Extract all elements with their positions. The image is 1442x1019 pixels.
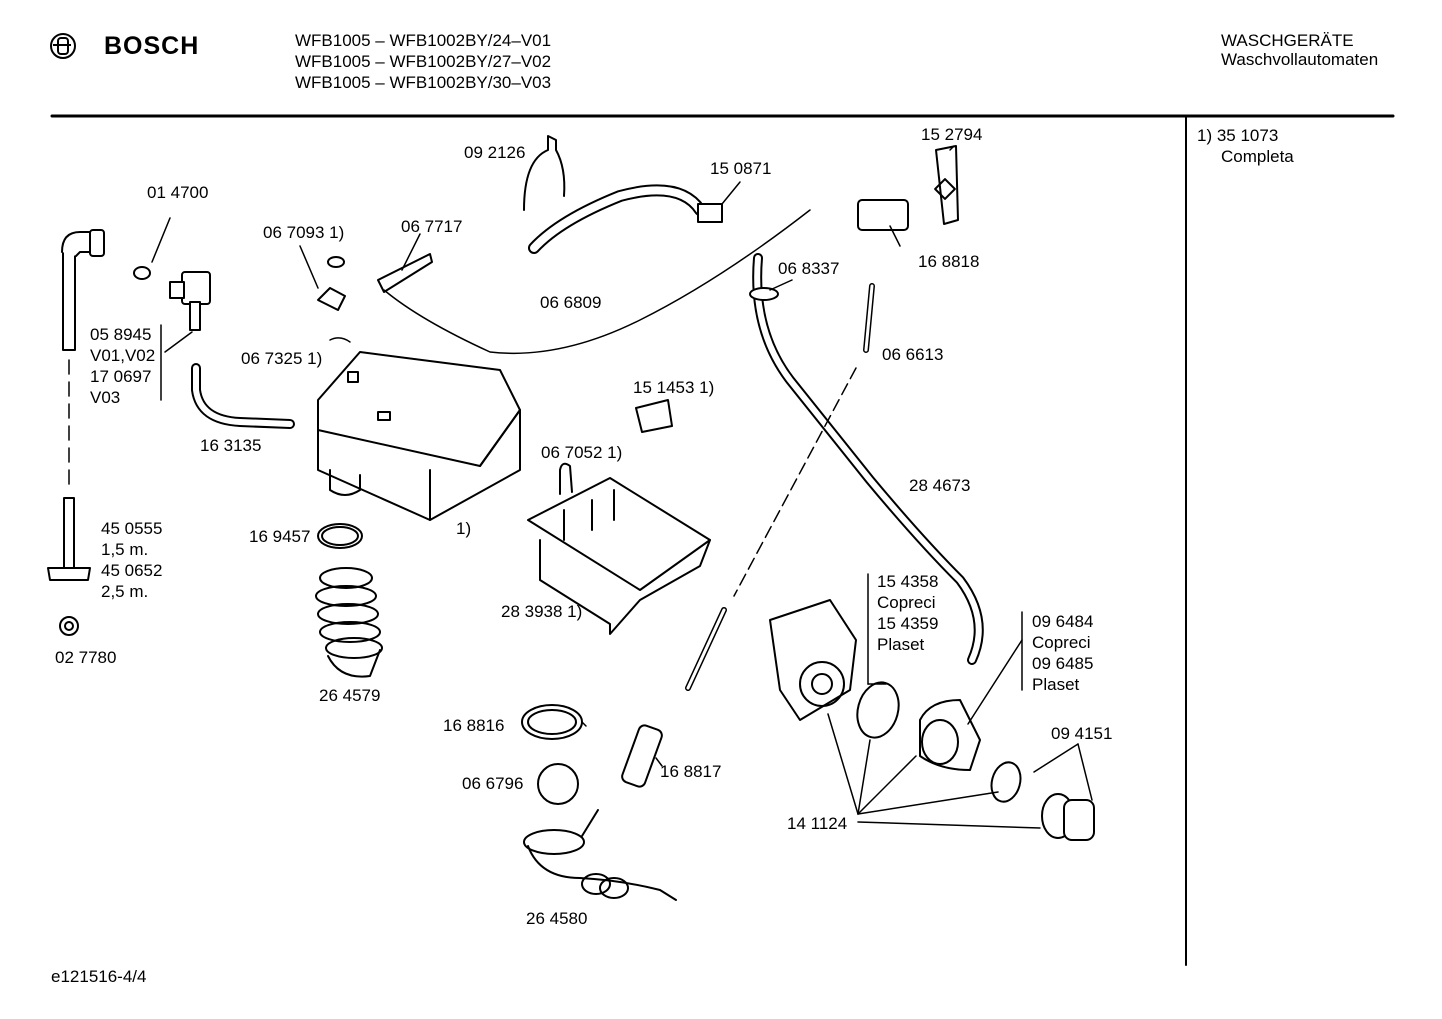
actuator-lever-icon	[317, 209, 811, 355]
part-label: 16 8817	[660, 762, 722, 781]
clip-icon	[559, 462, 573, 495]
part-label: 45 0652	[101, 561, 163, 580]
part-label: 15 0871	[710, 159, 772, 178]
part-label: Copreci	[1032, 633, 1091, 652]
pressure-tube-icon	[686, 608, 726, 690]
bosch-logo-icon	[50, 33, 76, 59]
part-label: 16 8818	[918, 252, 980, 271]
part-label: 17 0697	[90, 367, 152, 386]
part-label: 15 4359	[877, 614, 939, 633]
sensor-icon	[621, 724, 663, 788]
part-label: 06 6796	[462, 774, 524, 793]
detergent-housing-icon	[317, 351, 521, 521]
category-subtitle: Waschvollautomaten	[1221, 50, 1379, 69]
part-label: 02 7780	[55, 648, 117, 667]
model-line-3: WFB1005 – WFB1002BY/30–V03	[295, 73, 552, 92]
hose-16-3135-icon	[193, 365, 293, 427]
side-note-line-1: 1) 35 1073	[1197, 126, 1279, 145]
part-label: 06 6809	[540, 293, 602, 312]
part-label: 1)	[456, 519, 472, 538]
model-line-1: WFB1005 – WFB1002BY/24–V01	[295, 31, 552, 50]
drain-pump-icon	[769, 599, 857, 721]
part-label: 06 6613	[882, 345, 944, 364]
mounting-plate-icon	[935, 145, 959, 225]
part-label: 16 3135	[200, 436, 262, 455]
part-label: 28 4673	[909, 476, 971, 495]
part-label: 06 7093 1)	[263, 223, 345, 242]
part-label: Plaset	[1032, 675, 1080, 694]
model-line-2: WFB1005 – WFB1002BY/27–V02	[295, 52, 552, 71]
part-label: 16 9457	[249, 527, 311, 546]
ball-valve-icon	[537, 763, 579, 805]
inlet-valve-icon	[160, 271, 211, 401]
side-note-line-2: Completa	[1221, 147, 1294, 166]
part-label: 26 4580	[526, 909, 588, 928]
part-label: 15 1453 1)	[633, 378, 715, 397]
gasket-ring-icon	[317, 523, 363, 549]
part-label: Plaset	[877, 635, 925, 654]
bellows-hose-icon	[315, 567, 383, 678]
part-label: Copreci	[877, 593, 936, 612]
part-label: 45 0555	[101, 519, 163, 538]
filter-cap-icon	[1041, 793, 1095, 841]
o-ring-icon	[856, 681, 900, 739]
part-label: 28 3938 1)	[501, 602, 583, 621]
part-label: 01 4700	[147, 183, 209, 202]
part-label: V03	[90, 388, 121, 407]
washer-ring-icon	[133, 266, 151, 280]
part-label: 1,5 m.	[101, 540, 149, 559]
hose-15-0871-icon	[530, 186, 704, 252]
part-label: 06 7717	[401, 217, 463, 236]
part-label: V01,V02	[90, 346, 156, 365]
part-label: 05 8945	[90, 325, 152, 344]
connector-icon	[857, 199, 909, 231]
category-title: WASCHGERÄTE	[1221, 31, 1354, 50]
inlet-hose-icon	[47, 229, 105, 636]
part-label: 06 7325 1)	[241, 349, 323, 368]
brand-name: BOSCH	[104, 32, 200, 60]
drain-hose-icon	[754, 255, 982, 663]
part-label: 09 6485	[1032, 654, 1094, 673]
sump-hose-icon	[523, 809, 677, 901]
bracket-icon	[523, 135, 566, 211]
part-label: 26 4579	[319, 686, 381, 705]
document-code: e121516-4/4	[51, 967, 147, 986]
flap-icon	[635, 399, 673, 433]
part-label: 09 6484	[1032, 612, 1094, 631]
part-label: 2,5 m.	[101, 582, 149, 601]
part-label: 09 4151	[1051, 724, 1113, 743]
part-label: 06 7052 1)	[541, 443, 623, 462]
part-label: 15 2794	[921, 125, 983, 144]
pump-housing-icon	[919, 699, 981, 771]
part-label: 16 8816	[443, 716, 505, 735]
seal-ring-icon	[990, 761, 1022, 803]
part-label: 15 4358	[877, 572, 939, 591]
part-label: 06 8337	[778, 259, 840, 278]
part-label: 14 1124	[787, 814, 848, 833]
part-label: 09 2126	[464, 143, 526, 162]
detergent-drawer-icon	[527, 477, 711, 635]
